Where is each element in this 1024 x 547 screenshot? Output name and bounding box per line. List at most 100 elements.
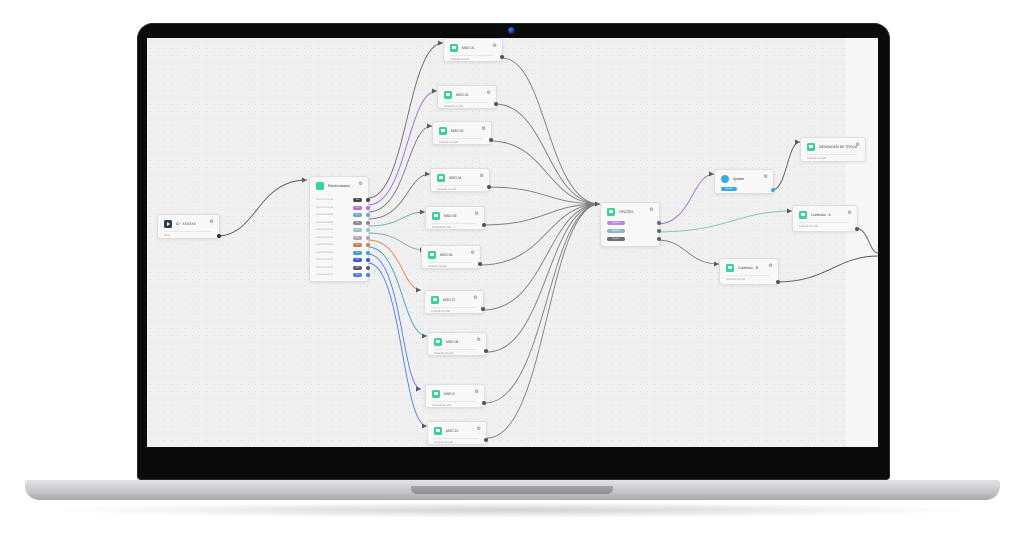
randomizer-choice-row[interactable]: XXXXXXXXXXXX 10%: [316, 227, 362, 233]
choice-output-port[interactable]: [366, 213, 370, 217]
final-sub: Conteúdo do card: [807, 154, 857, 163]
edge-r10: [367, 262, 428, 427]
content-b-sub: Conteúdo do card: [726, 275, 770, 284]
choice-output-port[interactable]: [366, 258, 370, 262]
message-title: MSG 01: [462, 46, 475, 50]
output-port[interactable]: [494, 102, 498, 106]
gear-icon[interactable]: ⚙: [481, 126, 486, 132]
choice-percent: 10%: [353, 228, 362, 232]
action-node[interactable]: Ajustes ⚙ Etiqueta: [714, 169, 775, 194]
message-title: MSG 07: [443, 298, 456, 302]
hub-option-tag[interactable]: Opção B: [607, 229, 625, 233]
hub-output-port[interactable]: [657, 221, 661, 225]
choice-percent: 10%: [353, 258, 362, 262]
message-sub: Conteúdo do card: [437, 185, 481, 194]
hub-option-tag[interactable]: Opção C: [607, 237, 625, 241]
message-node-1[interactable]: MSG 01 ⚙ Conteúdo do card: [443, 38, 504, 64]
gear-icon[interactable]: ⚙: [474, 389, 479, 395]
output-port[interactable]: [478, 262, 482, 266]
gear-icon[interactable]: ⚙: [470, 250, 475, 256]
choice-output-port[interactable]: [366, 228, 370, 232]
output-port[interactable]: [771, 188, 775, 192]
choice-label: XXXXXXXXXXXX: [316, 266, 334, 269]
gear-icon[interactable]: ⚙: [492, 43, 497, 49]
action-tag[interactable]: Etiqueta: [721, 187, 737, 191]
message-node-2[interactable]: MSG 02⚙Conteúdo do card: [437, 85, 498, 109]
gear-icon[interactable]: ⚙: [847, 210, 852, 216]
output-port[interactable]: [489, 138, 493, 142]
message-node-8[interactable]: MSG 08⚙Conteúdo do card: [427, 332, 488, 356]
flow-canvas[interactable]: ID · XXXXXX ⚙ Início Randomizador ⚙ XXXX…: [147, 38, 878, 447]
message-node-7[interactable]: MSG 07⚙Conteúdo do card: [424, 290, 485, 314]
output-port[interactable]: [776, 280, 780, 284]
gear-icon[interactable]: ⚙: [473, 295, 478, 301]
chat-icon: [428, 251, 436, 259]
output-port[interactable]: [500, 55, 504, 59]
trigger-title: ID · XXXXXX: [176, 222, 196, 226]
edge-r7: [367, 239, 422, 291]
choice-output-port[interactable]: [366, 243, 370, 247]
gear-icon[interactable]: ⚙: [358, 181, 363, 187]
choice-output-port[interactable]: [366, 235, 370, 240]
content-b-node[interactable]: Conteúdo · B ⚙ Conteúdo do card: [719, 258, 780, 285]
output-port[interactable]: [482, 401, 486, 405]
output-port[interactable]: [484, 438, 488, 442]
output-port[interactable]: [487, 185, 491, 189]
content-a-node[interactable]: Conteúdo · A ⚙ Conteúdo do card: [792, 205, 859, 232]
message-node-6[interactable]: MSG 06⚙Conteúdo do card: [421, 245, 482, 269]
choice-output-port[interactable]: [366, 198, 370, 202]
choice-output-port[interactable]: [366, 265, 370, 270]
hub-output-port[interactable]: [657, 229, 661, 233]
gear-icon[interactable]: ⚙: [768, 263, 773, 269]
message-node-5[interactable]: MSG 05 ⚙ Conteúdo do card: [425, 206, 486, 232]
choice-label: XXXXXXXXXXXX: [316, 244, 334, 246]
message-node-9[interactable]: MSG 9⚙Conteúdo do card: [425, 384, 486, 408]
trigger-node[interactable]: ID · XXXXXX ⚙ Início: [157, 214, 221, 239]
gear-icon[interactable]: ⚙: [476, 426, 481, 432]
hub-option-tag[interactable]: Opção A: [607, 221, 625, 225]
choice-label: XXXXXXXXXXXX: [316, 221, 334, 224]
message-title: MSG 9: [444, 392, 455, 396]
message-node-10[interactable]: MSG 10⚙Conteúdo do card: [427, 421, 488, 445]
choice-output-port[interactable]: [366, 273, 370, 277]
output-port[interactable]: [482, 223, 486, 227]
gear-icon[interactable]: ⚙: [763, 174, 768, 180]
output-port[interactable]: [217, 234, 221, 238]
chat-icon: [434, 338, 442, 346]
gear-icon[interactable]: ⚙: [209, 219, 214, 225]
message-sub: Conteúdo do card: [432, 223, 476, 232]
gear-icon[interactable]: ⚙: [486, 90, 491, 96]
gear-icon[interactable]: ⚙: [474, 211, 479, 217]
gear-icon[interactable]: ⚙: [476, 337, 481, 343]
gear-icon[interactable]: ⚙: [649, 207, 654, 213]
choice-output-port[interactable]: [366, 220, 370, 225]
message-sub: Conteúdo do card: [450, 55, 494, 64]
message-node-3[interactable]: MSG 03⚙Conteúdo do card: [432, 121, 493, 145]
edge-m5: [481, 203, 601, 226]
output-port[interactable]: [855, 227, 859, 231]
hub-output-port[interactable]: [657, 237, 661, 241]
edge-m9: [484, 203, 601, 404]
message-title: MSG 05: [444, 214, 457, 218]
choice-label: XXXXXXXXXXXX: [316, 229, 334, 231]
output-port[interactable]: [484, 349, 488, 353]
output-port[interactable]: [481, 307, 485, 311]
gear-icon[interactable]: ⚙: [479, 173, 484, 179]
choice-output-port[interactable]: [366, 205, 370, 210]
choice-output-port[interactable]: [366, 250, 370, 255]
final-message-node[interactable]: MENSAGEM DE TROCA ⚙ Conteúdo do card: [800, 137, 866, 162]
message-node-4[interactable]: MSG 04⚙Conteúdo do card: [430, 168, 491, 194]
gear-icon[interactable]: ⚙: [855, 142, 860, 148]
